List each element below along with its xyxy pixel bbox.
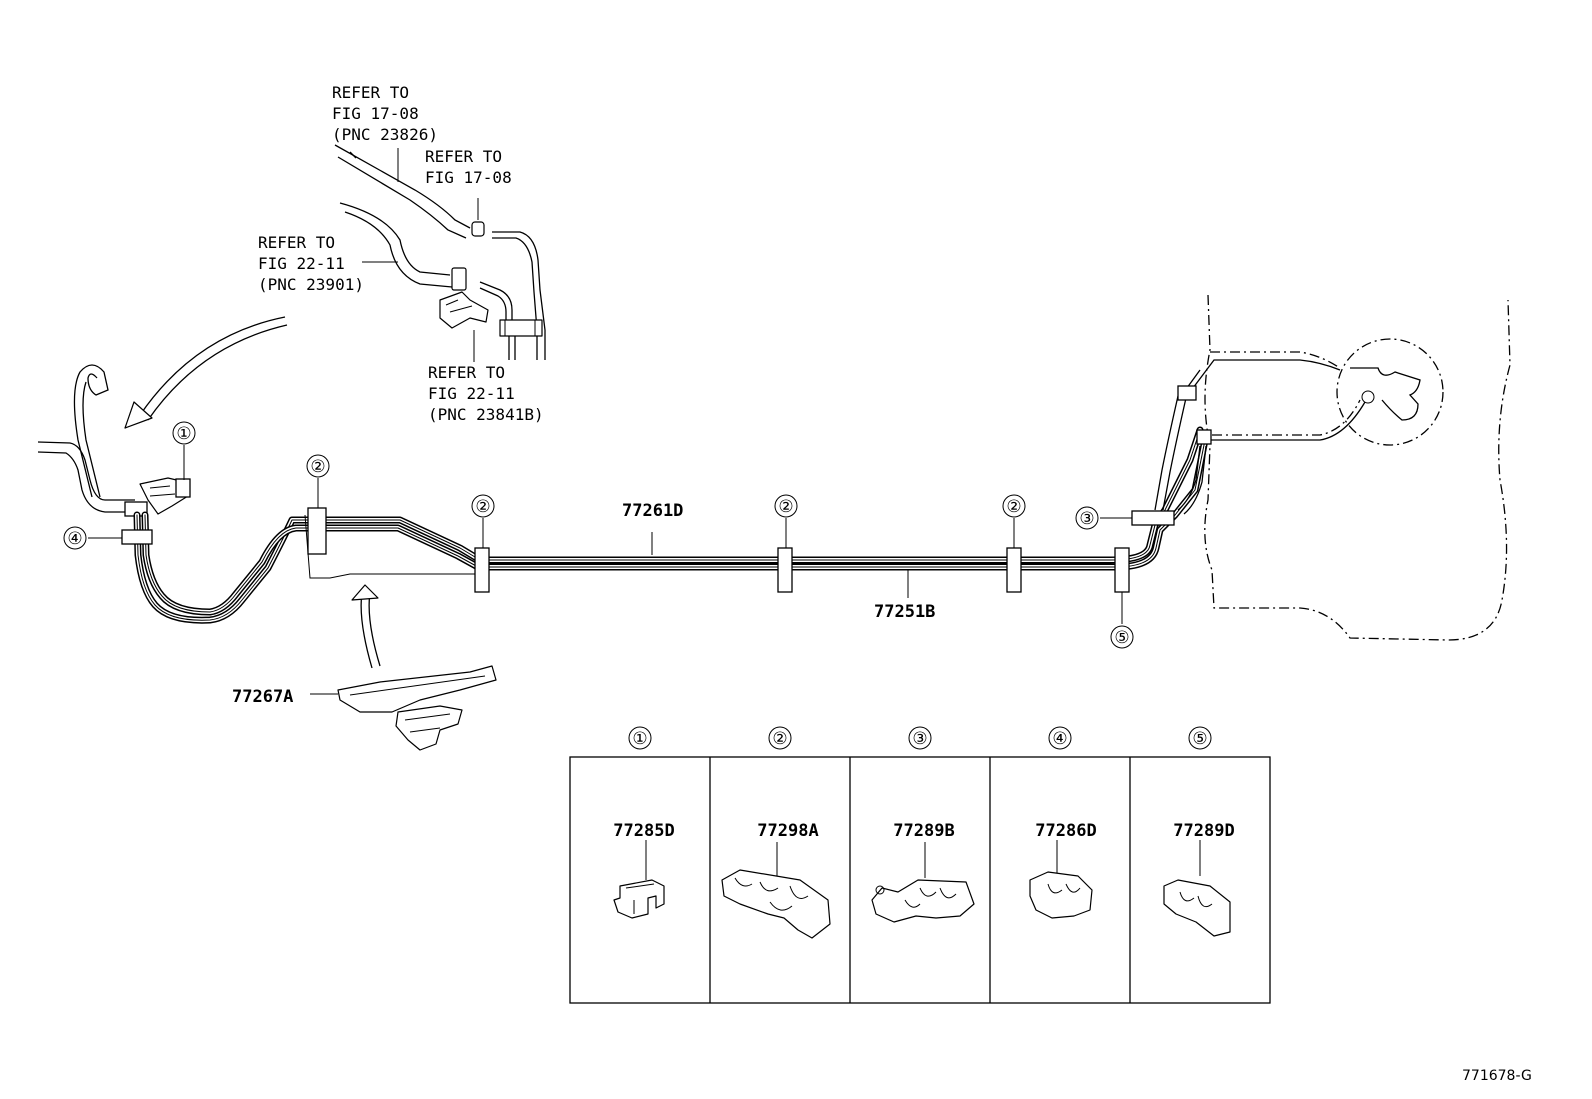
svg-text:REFER TO: REFER TO: [425, 147, 502, 166]
svg-text:⑤: ⑤: [1114, 628, 1129, 648]
svg-text:FIG 17-08: FIG 17-08: [332, 104, 419, 123]
clamp-2c: [777, 547, 793, 593]
svg-text:②: ②: [778, 497, 793, 517]
clamp-2d: [1006, 547, 1022, 593]
callout-markers: ① ② ② ② ② ③ ④ ⑤: [63, 421, 1134, 649]
filler-hose-assembly: [334, 144, 546, 362]
table-part-number: 77286D: [1035, 821, 1096, 841]
right-engine-outline: [1154, 294, 1511, 641]
reference-note-d: REFER TO FIG 22-11 (PNC 23841B): [428, 363, 544, 424]
clamp-drawing-77289B: [871, 842, 975, 923]
clamp-drawing-77285D: [613, 840, 665, 919]
svg-text:FIG 22-11: FIG 22-11: [258, 254, 345, 273]
fuel-tube-main: [133, 426, 1209, 624]
pipe-clamps: [121, 507, 1175, 593]
clamp-3: [1131, 510, 1175, 526]
svg-text:FIG 17-08: FIG 17-08: [425, 168, 512, 187]
svg-text:REFER TO: REFER TO: [428, 363, 505, 382]
clamp-drawing-77286D: [1029, 840, 1093, 919]
svg-text:②: ②: [310, 457, 325, 477]
table-index-circle: [908, 726, 932, 750]
table-index-circle: [1048, 726, 1072, 750]
protector-part: [337, 584, 497, 751]
clamp-2a: [307, 507, 327, 555]
reference-note-b: REFER TO FIG 17-08: [425, 147, 512, 187]
svg-text:REFER TO: REFER TO: [332, 83, 409, 102]
label-77261D: 77261D: [622, 501, 683, 521]
table-part-number: 77285D: [613, 821, 674, 841]
assembly-arrow: [124, 316, 288, 429]
label-77251B: 77251B: [874, 602, 935, 622]
clamp-2b: [474, 547, 490, 593]
clamp-drawing-77289D: [1163, 840, 1231, 937]
svg-text:(PNC 23841B): (PNC 23841B): [428, 405, 544, 424]
clamp-5: [1114, 547, 1130, 593]
svg-text:②: ②: [1006, 497, 1021, 517]
table-index-label: ④: [1052, 729, 1067, 749]
clamp-4: [121, 529, 153, 545]
table-part-number: 77298A: [757, 821, 818, 841]
svg-text:①: ①: [176, 424, 191, 444]
table-index-label: ⑤: [1192, 729, 1207, 749]
table-index-circle: [628, 726, 652, 750]
svg-text:②: ②: [475, 497, 490, 517]
reference-note-a: REFER TO FIG 17-08 (PNC 23826): [332, 83, 438, 144]
label-77267A: 77267A: [232, 687, 293, 707]
svg-text:(PNC 23826): (PNC 23826): [332, 125, 438, 144]
figure-code: 771678-G: [1462, 1068, 1532, 1084]
svg-text:③: ③: [1079, 509, 1094, 529]
clamp-table: ① 77285D ② 77298A ③ 77289B ④ 77286D ⑤ 77289D: [569, 726, 1271, 1004]
reference-note-c: REFER TO FIG 22-11 (PNC 23901): [258, 233, 364, 294]
table-index-circle: [768, 726, 792, 750]
table-part-number: 77289B: [893, 821, 954, 841]
table-index-label: ①: [632, 729, 647, 749]
table-index-circle: [1188, 726, 1212, 750]
left-tube-end: [37, 364, 191, 517]
svg-text:FIG 22-11: FIG 22-11: [428, 384, 515, 403]
table-index-label: ③: [912, 729, 927, 749]
table-index-label: ②: [772, 729, 787, 749]
svg-text:④: ④: [67, 529, 82, 549]
svg-text:(PNC 23901): (PNC 23901): [258, 275, 364, 294]
table-part-number: 77289D: [1173, 821, 1234, 841]
clamp-drawing-77298A: [721, 842, 831, 939]
callout-leaders: [88, 478, 1132, 695]
svg-text:REFER TO: REFER TO: [258, 233, 335, 252]
